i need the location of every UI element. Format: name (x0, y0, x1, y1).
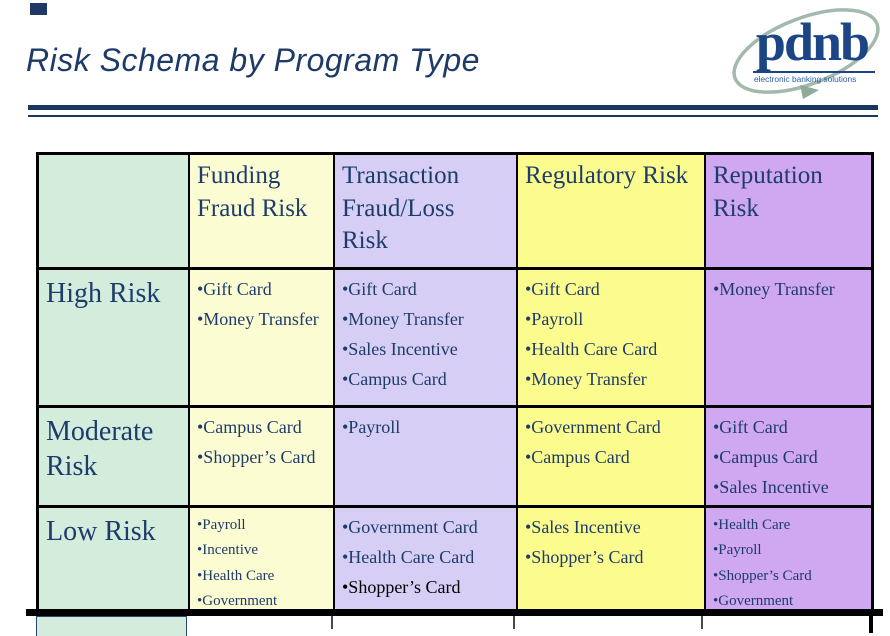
list-item: •Gift Card (342, 279, 417, 299)
list-item: •Health Care Card (342, 547, 475, 567)
corner-accent-square (30, 3, 47, 15)
title-divider-thick (28, 105, 878, 110)
column-header-reputation-risk: Reputation Risk (706, 155, 871, 267)
cell-low-transaction: •Government Card •Health Care Card •Shop… (335, 508, 516, 609)
logo-tagline: electronic banking solutions (754, 74, 857, 84)
list-item: •Sales Incentive (342, 339, 458, 359)
list-item: •Money Transfer (197, 309, 319, 329)
list-item: •Money Transfer (713, 279, 835, 299)
list-item: •Campus Card (197, 417, 302, 437)
cell-moderate-reputation: •Gift Card •Campus Card •Sales Incentive (706, 408, 871, 505)
page-title: Risk Schema by Program Type (26, 42, 480, 78)
pdnb-logo: pdnb electronic banking solutions (726, 1, 886, 105)
risk-schema-table: Funding Fraud Risk Transaction Fraud/Los… (36, 152, 874, 609)
list-item: •Payroll (525, 309, 584, 329)
cell-low-funding: •Payroll •Incentive •Health Care •Govern… (190, 508, 333, 609)
list-item: •Shopper’s Card (197, 447, 316, 467)
list-item: •Campus Card (713, 447, 818, 467)
table-gridline-stub (331, 616, 333, 629)
row-label-low-risk: Low Risk (39, 508, 188, 609)
list-item: •Campus Card (342, 369, 447, 389)
table-gridline-stub (513, 616, 515, 629)
list-item: •Sales Incentive (525, 517, 641, 537)
list-item: •Money Transfer (342, 309, 464, 329)
cell-low-reputation: •Health Care •Payroll •Shopper’s Card •G… (706, 508, 871, 609)
table-right-border-stub (869, 616, 873, 633)
list-item: •Health Care Card (525, 339, 658, 359)
list-item: •Government Card (525, 417, 661, 437)
list-item: •Payroll (342, 417, 401, 437)
column-header-transaction-fraud-loss-risk: Transaction Fraud/Loss Risk (335, 155, 516, 267)
cutoff-row-label-cell (36, 616, 187, 636)
row-label-high-risk: High Risk (39, 270, 188, 405)
list-item: •Shopper’s Card (525, 547, 644, 567)
list-item: •Gift Card (525, 279, 600, 299)
column-header-regulatory-risk: Regulatory Risk (518, 155, 704, 267)
table-corner-cell (39, 155, 188, 267)
logo-swoosh-icon (732, 8, 880, 99)
list-item: •Money Transfer (525, 369, 647, 389)
list-item: •Shopper’s Card (342, 577, 461, 597)
cell-high-transaction: •Gift Card •Money Transfer •Sales Incent… (335, 270, 516, 405)
list-item: •Government (713, 592, 794, 609)
cell-moderate-funding: •Campus Card •Shopper’s Card (190, 408, 333, 505)
list-item: •Payroll (197, 517, 246, 533)
list-item: •Government Card (342, 517, 478, 537)
cell-high-reputation: •Money Transfer (706, 270, 871, 405)
title-divider-thin (28, 115, 878, 117)
list-item: •Incentive (197, 542, 259, 559)
cell-high-funding: •Gift Card •Money Transfer (190, 270, 333, 405)
cell-low-regulatory: •Sales Incentive •Shopper’s Card (518, 508, 704, 609)
list-item: •Shopper’s Card (713, 567, 812, 584)
cell-high-regulatory: •Gift Card •Payroll •Health Care Card •M… (518, 270, 704, 405)
cell-moderate-transaction: •Payroll (335, 408, 516, 505)
list-item: •Government (197, 592, 278, 609)
column-header-funding-fraud-risk: Funding Fraud Risk (190, 155, 333, 267)
row-label-moderate-risk: Moderate Risk (39, 408, 188, 505)
table-bottom-border-bar (26, 609, 883, 616)
list-item: •Payroll (713, 542, 762, 559)
list-item: •Campus Card (525, 447, 630, 467)
list-item: •Gift Card (713, 417, 788, 437)
table-gridline-stub (701, 616, 703, 629)
cell-moderate-regulatory: •Government Card •Campus Card (518, 408, 704, 505)
logo-brand-text: pdnb (755, 12, 870, 72)
list-item: •Health Care (713, 517, 791, 533)
logo-underline (753, 71, 875, 73)
list-item: •Health Care (197, 567, 275, 584)
list-item: •Gift Card (197, 279, 272, 299)
list-item: •Sales Incentive (713, 477, 829, 497)
